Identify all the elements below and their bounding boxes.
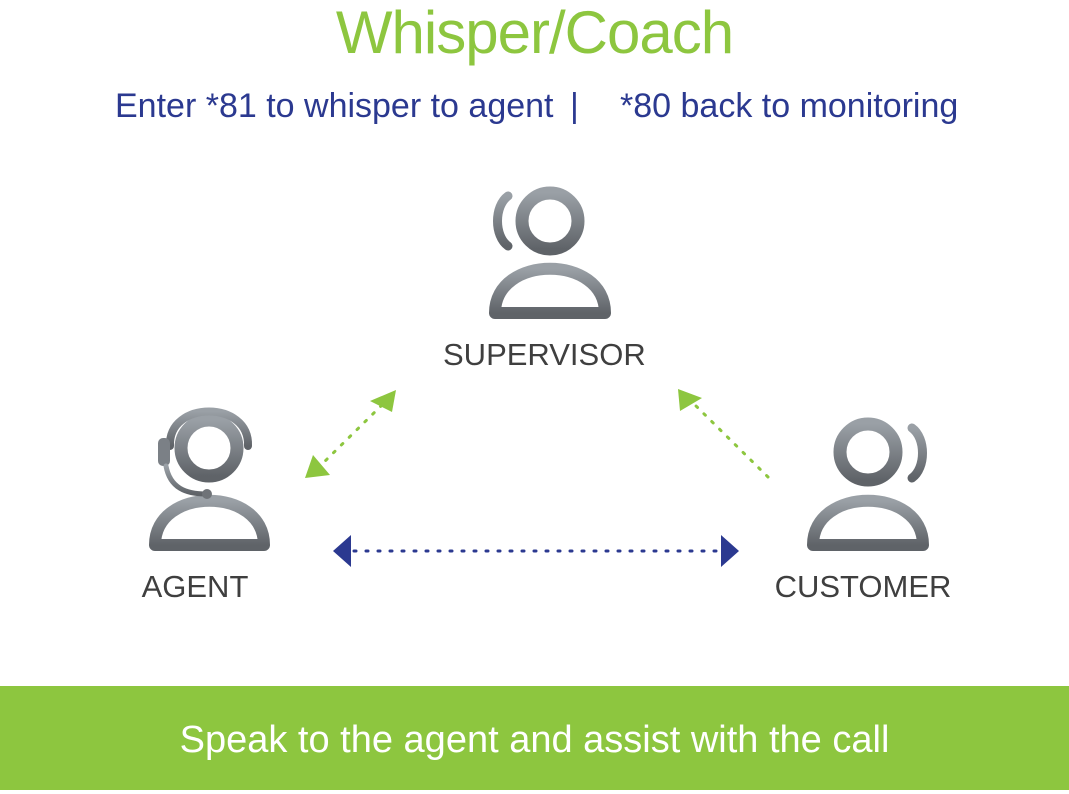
instruction-separator: | bbox=[570, 87, 579, 125]
customer-supervisor-connector bbox=[678, 389, 770, 479]
banner-text: Speak to the agent and assist with the c… bbox=[179, 719, 890, 761]
supervisor-label: SUPERVISOR bbox=[443, 337, 646, 372]
supervisor-agent-connector bbox=[305, 390, 396, 478]
agent-headset-icon bbox=[149, 407, 270, 551]
page-title: Whisper/Coach bbox=[335, 0, 734, 66]
customer-phone-icon bbox=[807, 417, 929, 551]
whisper-instruction: Enter *81 to whisper to agent bbox=[115, 87, 554, 125]
customer-label: CUSTOMER bbox=[774, 569, 952, 604]
monitoring-instruction: *80 back to monitoring bbox=[620, 87, 959, 125]
instructions-bar: Enter *81 to whisper to agent | *80 back… bbox=[0, 84, 1069, 128]
agent-label: AGENT bbox=[141, 569, 249, 604]
agent-customer-connector bbox=[333, 535, 739, 567]
role-diagram bbox=[149, 186, 929, 567]
description-banner: Speak to the agent and assist with the c… bbox=[0, 686, 1069, 790]
supervisor-phone-icon bbox=[489, 186, 611, 319]
